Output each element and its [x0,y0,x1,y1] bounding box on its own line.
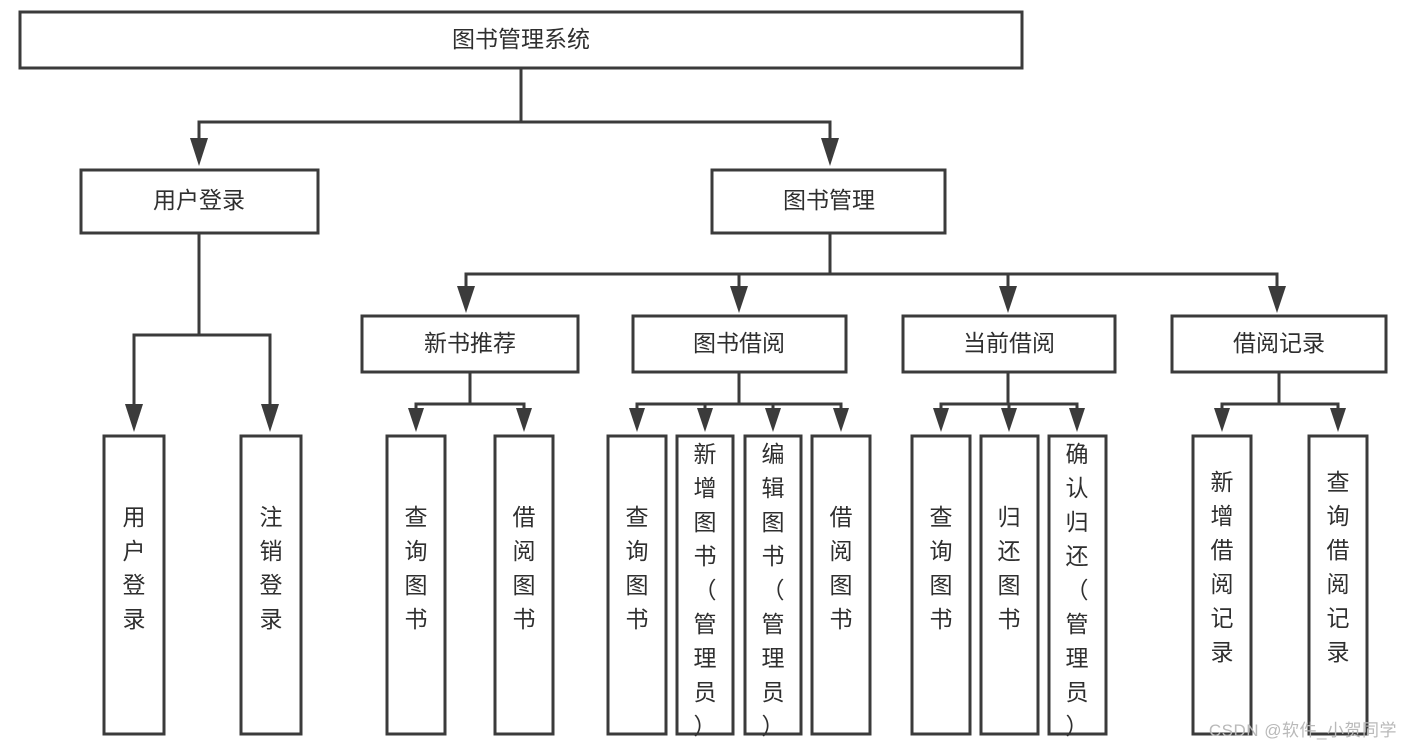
node-user-login[interactable]: 用户登录 [79,168,320,235]
arrowhead-user-login [190,138,208,166]
node-current-borrow-box[interactable] [901,314,1117,374]
csdn-watermark: CSDN @软件_小贺同学 [1208,721,1397,740]
connector-group-root [190,66,839,166]
node-leaf-edit-book[interactable]: 编辑图书（管理员） [743,434,803,739]
node-leaf-user-login[interactable]: 用户登录 [102,434,166,736]
node-leaf-return-book-box[interactable] [979,434,1040,736]
arrowhead-return-book [1001,408,1017,432]
arrowhead-borrow-book-1 [516,408,532,432]
arrowhead-edit-book [765,408,781,432]
node-leaf-confirm-return[interactable]: 确认归还（管理员） [1047,434,1108,739]
connector-group-user-login [125,231,279,432]
node-leaf-borrow-book-2[interactable]: 借阅图书 [810,434,872,736]
node-leaf-query-book-2-label: 查询图书 [626,504,649,632]
node-book-manage[interactable]: 图书管理 [710,168,947,235]
node-borrow-record-box[interactable] [1170,314,1388,374]
node-root-label: 图书管理系统 [452,26,590,52]
node-leaf-edit-book-label: 编辑图书（管理员） [762,441,785,739]
node-book-manage-box[interactable] [710,168,947,235]
node-borrow-record[interactable]: 借阅记录 [1170,314,1388,374]
arrowhead-book-borrow [730,286,748,313]
arrowhead-borrow-record [1268,286,1286,313]
node-user-login-label: 用户登录 [153,187,245,213]
arrowhead-add-book [697,408,713,432]
arrowhead-query-book-1 [408,408,424,432]
arrowhead-confirm-return [1069,408,1085,432]
node-leaf-add-record[interactable]: 新增借阅记录 [1191,434,1253,736]
arrowhead-add-record [1214,408,1230,432]
node-leaf-borrow-book-1[interactable]: 借阅图书 [493,434,555,736]
node-leaf-logout-login-label: 注销登录 [260,504,283,632]
arrowhead-current-borrow [999,286,1017,313]
arrowhead-leaf-logout [261,404,279,432]
node-leaf-edit-book-box[interactable] [743,434,803,736]
node-leaf-add-book-box[interactable] [675,434,735,736]
node-leaf-logout-login-box[interactable] [239,434,303,736]
node-leaf-query-record[interactable]: 查询借阅记录 [1307,434,1369,736]
arrowhead-new-book-recommend [457,286,475,313]
node-leaf-query-record-box[interactable] [1307,434,1369,736]
node-borrow-record-label: 借阅记录 [1233,330,1325,356]
arrowhead-book-manage [821,138,839,166]
node-book-borrow-label: 图书借阅 [693,330,785,356]
node-new-book-recommend[interactable]: 新书推荐 [360,314,580,374]
node-leaf-add-book[interactable]: 新增图书（管理员） [675,434,735,739]
arrowhead-query-book-2 [629,408,645,432]
arrowhead-borrow-book-2 [833,408,849,432]
node-leaf-query-book-1[interactable]: 查询图书 [385,434,447,736]
node-leaf-query-book-3-box[interactable] [910,434,972,736]
node-leaf-query-book-1-label: 查询图书 [405,504,428,632]
connector-group-book-manage [457,231,1286,313]
node-leaf-borrow-book-1-label: 借阅图书 [513,504,536,632]
node-leaf-return-book[interactable]: 归还图书 [979,434,1040,736]
arrowhead-leaf-user-login [125,404,143,432]
node-leaf-query-book-2[interactable]: 查询图书 [606,434,668,736]
node-leaf-query-book-2-box[interactable] [606,434,668,736]
node-leaf-query-record-label: 查询借阅记录 [1327,469,1350,665]
node-new-book-recommend-label: 新书推荐 [424,330,516,356]
node-root-box[interactable] [18,10,1024,70]
node-leaf-query-book-3-label: 查询图书 [930,504,953,632]
node-current-borrow[interactable]: 当前借阅 [901,314,1117,374]
connector-group-borrow-record [1214,370,1346,432]
node-leaf-query-book-1-box[interactable] [385,434,447,736]
arrowhead-query-record [1330,408,1346,432]
node-leaf-add-record-label: 新增借阅记录 [1211,469,1234,665]
node-leaf-borrow-book-1-box[interactable] [493,434,555,736]
node-book-borrow[interactable]: 图书借阅 [631,314,848,374]
connector-group-book-borrow [629,370,849,432]
node-root[interactable]: 图书管理系统 [18,10,1024,70]
node-current-borrow-label: 当前借阅 [963,330,1055,356]
node-leaf-borrow-book-2-box[interactable] [810,434,872,736]
node-book-manage-label: 图书管理 [783,187,875,213]
node-leaf-return-book-label: 归还图书 [998,504,1021,632]
node-leaf-borrow-book-2-label: 借阅图书 [830,504,853,632]
node-book-borrow-box[interactable] [631,314,848,374]
node-leaf-confirm-return-box[interactable] [1047,434,1108,736]
connector-group-current-borrow [933,370,1085,432]
node-user-login-box[interactable] [79,168,320,235]
node-leaf-add-book-label: 新增图书（管理员） [694,441,717,739]
connector-group-new-book-recommend [408,370,532,432]
node-new-book-recommend-box[interactable] [360,314,580,374]
arrowhead-query-book-3 [933,408,949,432]
node-leaf-confirm-return-label: 确认归还（管理员） [1066,441,1089,739]
node-leaf-user-login-label: 用户登录 [123,504,146,632]
node-leaf-add-record-box[interactable] [1191,434,1253,736]
node-leaf-logout-login[interactable]: 注销登录 [239,434,303,736]
node-leaf-user-login-box[interactable] [102,434,166,736]
node-leaf-query-book-3[interactable]: 查询图书 [910,434,972,736]
